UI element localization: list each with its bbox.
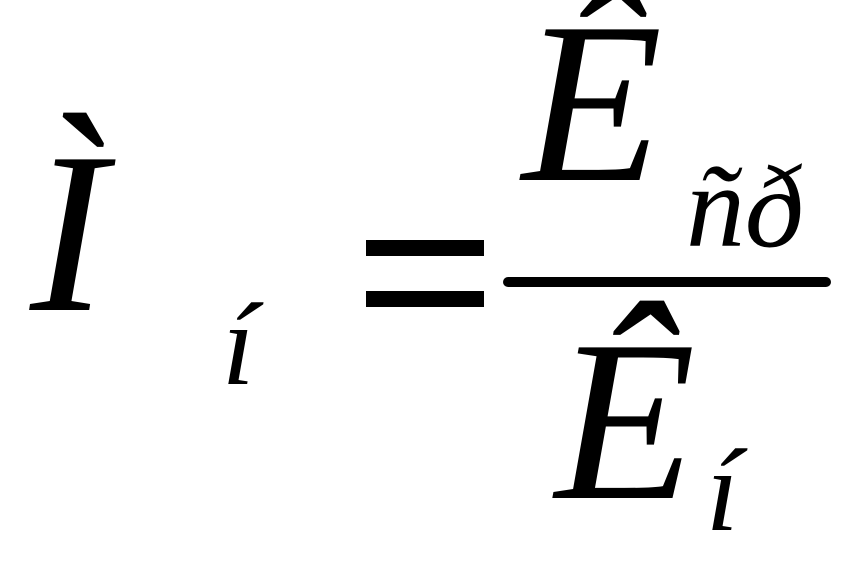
lhs-symbol: Ì (30, 105, 107, 360)
equals-bar-top (366, 240, 484, 256)
denominator-subscript: í (706, 425, 739, 556)
equals-bar-bottom (366, 291, 484, 307)
lhs-subscript: í (222, 279, 255, 410)
numerator-symbol: Ê (522, 0, 663, 230)
fraction-bar (503, 277, 831, 287)
denominator-symbol: Ê (555, 293, 696, 548)
numerator-subscript: ñð (686, 141, 804, 272)
